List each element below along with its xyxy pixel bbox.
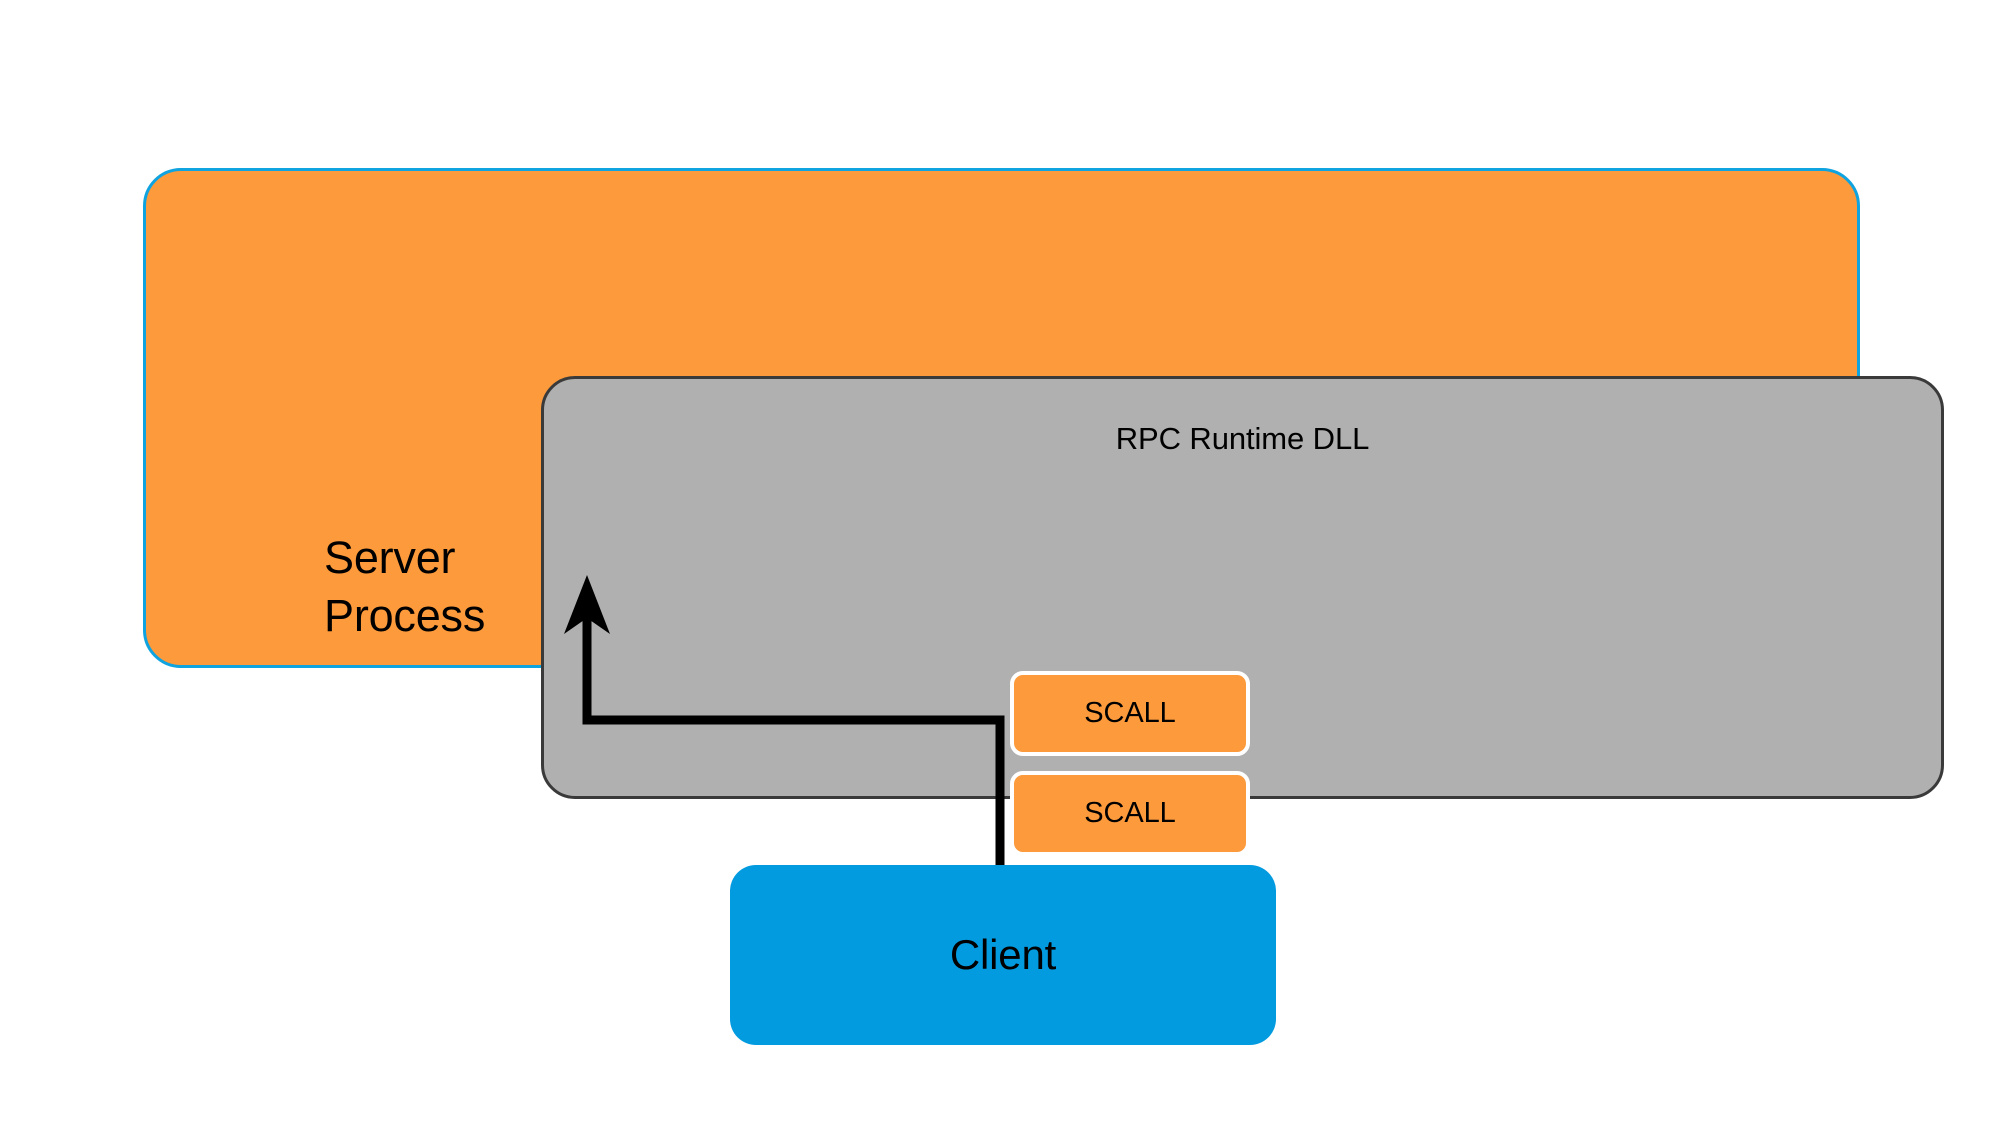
server-process-container[interactable]: RPC Runtime DLL SCALL SCALL SCALL Server…	[143, 168, 1944, 956]
client-box[interactable]: Client	[730, 865, 1276, 1045]
scall-box-1[interactable]: SCALL	[1010, 671, 1250, 756]
rpc-runtime-dll-label: RPC Runtime DLL	[1115, 421, 1370, 456]
rpc-runtime-dll-container[interactable]: RPC Runtime DLL SCALL SCALL SCALL	[541, 376, 1944, 956]
server-process-label: Server Process	[324, 532, 486, 641]
scall-box-2[interactable]: SCALL	[1010, 771, 1250, 856]
